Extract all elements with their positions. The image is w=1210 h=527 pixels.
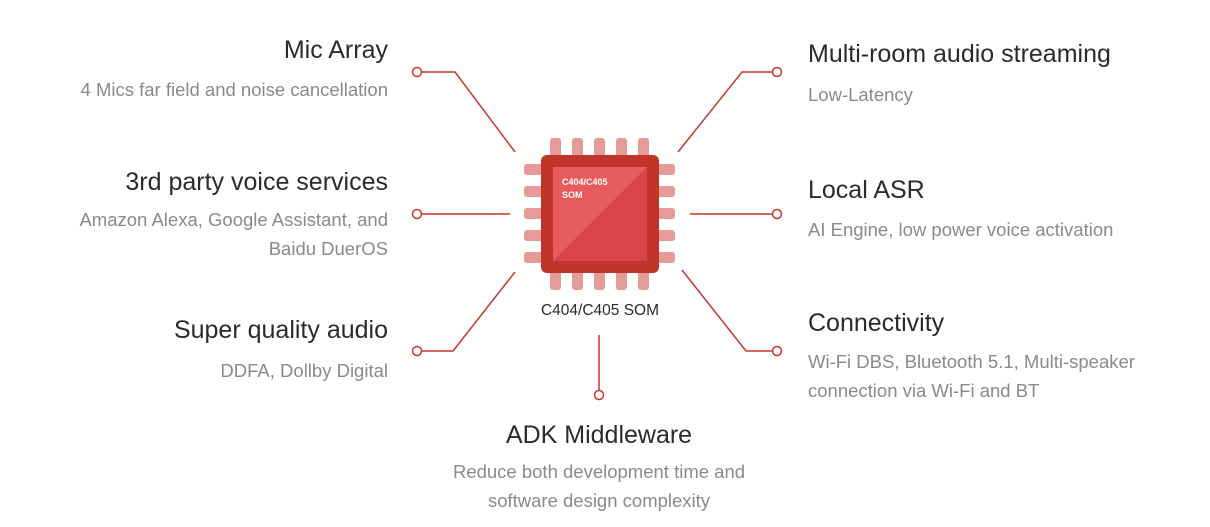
chip-pin xyxy=(638,138,649,160)
multiroom-desc: Low-Latency xyxy=(808,84,913,105)
chip-pin xyxy=(572,138,583,160)
connector-connectivity xyxy=(681,269,777,352)
mic-array-title: Mic Array xyxy=(283,36,388,64)
chip-pin xyxy=(594,138,605,160)
chip-pin xyxy=(550,268,561,290)
chip-pin xyxy=(572,268,583,290)
connector-mic-array xyxy=(417,71,516,153)
local-asr-title: Local ASR xyxy=(808,176,925,204)
chip-label: C404/C405 SOM xyxy=(562,176,608,202)
multiroom-title: Multi-room audio streaming xyxy=(808,40,1111,68)
voice-services-desc: Amazon Alexa, Google Assistant, and Baid… xyxy=(79,205,388,263)
chip-label-line2: SOM xyxy=(562,190,583,200)
connectivity-title: Connectivity xyxy=(808,309,945,337)
chip-pin xyxy=(524,230,546,241)
local-asr-desc: AI Engine, low power voice activation xyxy=(808,219,1114,240)
connector-lines xyxy=(417,71,777,395)
endpoint-connectivity xyxy=(771,345,783,357)
endpoint-audio-quality xyxy=(411,345,423,357)
endpoint-local-asr xyxy=(771,208,783,220)
chip-pin xyxy=(616,138,627,160)
mic-array-desc: 4 Mics far field and noise cancellation xyxy=(80,79,388,100)
connector-endpoints xyxy=(411,66,783,401)
chip-pin xyxy=(638,268,649,290)
audio-quality-title: Super quality audio xyxy=(173,316,388,344)
voice-services-desc-line2: Baidu DuerOS xyxy=(268,238,388,259)
chip-pin xyxy=(524,252,546,263)
adk-desc-line1: Reduce both development time and xyxy=(452,461,746,482)
chip-caption: C404/C405 SOM xyxy=(540,302,660,319)
endpoint-adk xyxy=(593,389,605,401)
audio-quality-desc: DDFA, Dollby Digital xyxy=(220,360,388,381)
endpoint-multiroom xyxy=(771,66,783,78)
connector-multiroom xyxy=(677,71,777,153)
adk-title: ADK Middleware xyxy=(505,421,693,449)
voice-services-title: 3rd party voice services xyxy=(125,168,388,196)
adk-desc-line2: software design complexity xyxy=(487,490,711,511)
chip-label-line1: C404/C405 xyxy=(562,177,608,187)
adk-desc: Reduce both development time and softwar… xyxy=(349,457,849,515)
chip-pin xyxy=(616,268,627,290)
connector-audio-quality xyxy=(417,271,516,352)
endpoint-mic-array xyxy=(411,66,423,78)
chip-pin xyxy=(524,208,546,219)
connectivity-desc-line2: connection via Wi-Fi and BT xyxy=(808,380,1040,401)
endpoint-voice-services xyxy=(411,208,423,220)
connectivity-desc-line1: Wi-Fi DBS, Bluetooth 5.1, Multi-speaker xyxy=(808,351,1135,372)
chip-icon xyxy=(541,155,659,273)
chip-face-highlight xyxy=(553,167,647,261)
chip-pin xyxy=(524,164,546,175)
voice-services-desc-line1: Amazon Alexa, Google Assistant, and xyxy=(79,209,388,230)
chip-pin xyxy=(550,138,561,160)
chip-pin xyxy=(594,268,605,290)
connectivity-desc: Wi-Fi DBS, Bluetooth 5.1, Multi-speaker … xyxy=(808,347,1135,405)
chip-pin xyxy=(524,186,546,197)
